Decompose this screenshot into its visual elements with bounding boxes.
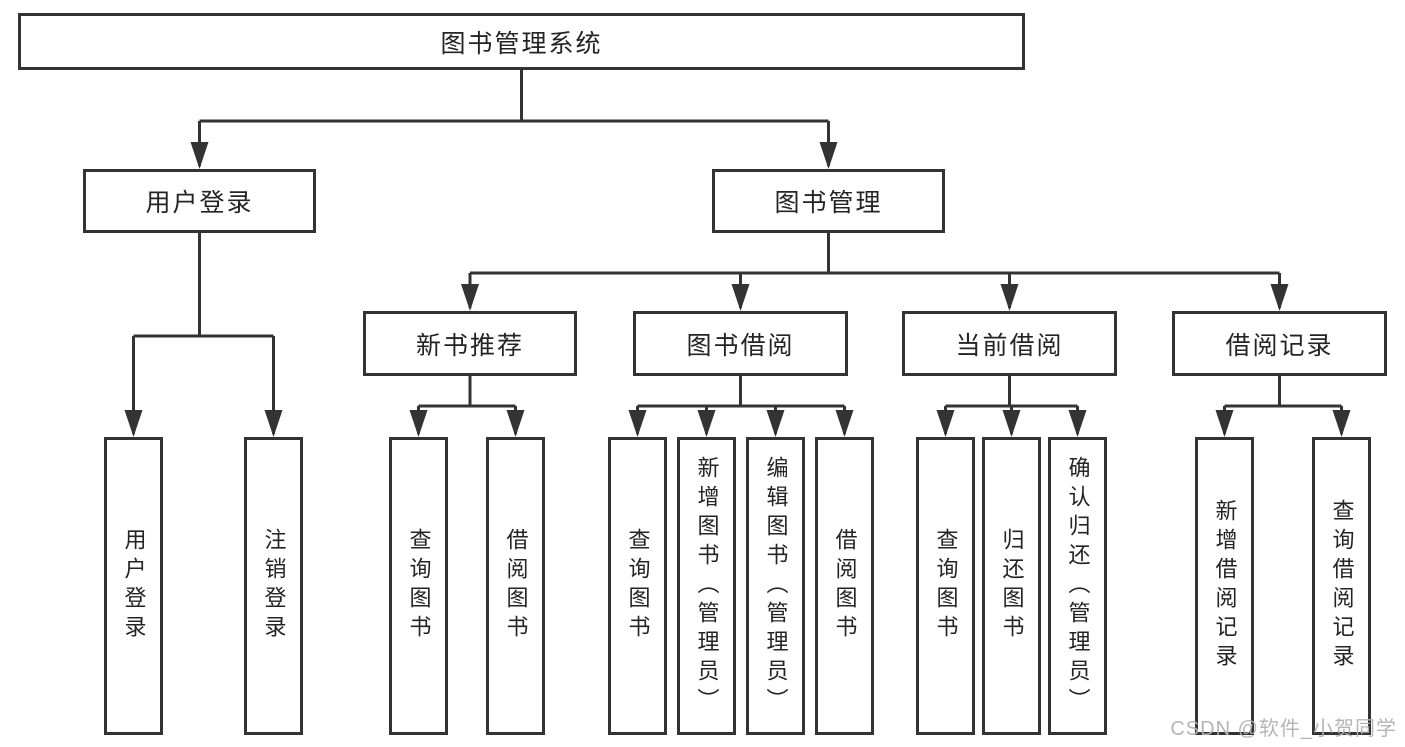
arrowhead-leaf-user-login <box>124 410 143 437</box>
connector-book-borrow-to-leaves <box>636 376 846 434</box>
leaf-add-borrow-record-label: 新增借阅记录 <box>1212 499 1238 673</box>
arrowhead-new-book-recommend <box>461 284 479 311</box>
connector-user-login-to-leaves <box>132 233 275 434</box>
arrowhead-book-management <box>819 142 838 169</box>
node-borrow-records: 借阅记录 <box>1172 311 1387 376</box>
leaf-add-book-admin: 新增图书（管理员） <box>677 437 736 735</box>
node-user-login: 用户登录 <box>83 169 316 233</box>
leaf-query-borrow-record: 查询借阅记录 <box>1312 437 1371 735</box>
arrowhead-borrow-records <box>1270 284 1289 311</box>
watermark: CSDN @软件_小贺同学 <box>1170 718 1397 740</box>
leaf-query-books-3-label: 查询图书 <box>933 528 959 644</box>
arrowhead-leaf-query-books-2 <box>628 410 647 437</box>
arrowhead-leaf-logout <box>264 410 283 437</box>
arrowhead-user-login <box>190 142 209 169</box>
connector-new-book-recommend-to-leaves <box>417 376 517 434</box>
arrowhead-leaf-query-borrow-record <box>1332 410 1351 437</box>
node-current-borrow-label: 当前借阅 <box>955 331 1064 360</box>
connector-borrow-records-to-leaves <box>1223 376 1343 434</box>
arrowhead-book-borrow <box>731 284 750 311</box>
node-book-borrow: 图书借阅 <box>633 311 848 376</box>
leaf-query-books-2-label: 查询图书 <box>625 528 651 644</box>
leaf-add-borrow-record: 新增借阅记录 <box>1195 437 1254 735</box>
leaf-return-book: 归还图书 <box>982 437 1041 735</box>
connector-root-to-level2 <box>198 70 830 166</box>
arrowhead-leaf-borrow-books-1 <box>506 410 525 437</box>
arrowhead-leaf-query-books-3 <box>936 410 955 437</box>
leaf-query-borrow-record-label: 查询借阅记录 <box>1329 499 1355 673</box>
arrowhead-leaf-borrow-books-2 <box>835 410 854 437</box>
node-borrow-records-label: 借阅记录 <box>1225 331 1334 360</box>
leaf-query-books-2: 查询图书 <box>608 437 667 735</box>
node-book-management: 图书管理 <box>712 169 945 233</box>
arrowhead-leaf-query-books-1 <box>409 410 428 437</box>
leaf-query-books-1: 查询图书 <box>389 437 448 735</box>
node-new-book-recommend-label: 新书推荐 <box>415 331 524 360</box>
node-library-system-label: 图书管理系统 <box>440 29 603 58</box>
leaf-logout: 注销登录 <box>244 437 303 735</box>
node-user-login-label: 用户登录 <box>145 189 254 217</box>
leaf-confirm-return-admin-label: 确认归还（管理员） <box>1065 455 1091 717</box>
arrowhead-leaf-add-borrow-record <box>1215 410 1234 437</box>
node-book-management-label: 图书管理 <box>774 189 883 217</box>
leaf-borrow-books-2-label: 借阅图书 <box>832 528 858 644</box>
leaf-borrow-books-2: 借阅图书 <box>815 437 874 735</box>
connector-book-management-to-modules <box>468 233 1281 308</box>
leaf-user-login: 用户登录 <box>104 437 163 735</box>
node-new-book-recommend: 新书推荐 <box>363 311 577 376</box>
arrowhead-leaf-edit-book <box>766 410 785 437</box>
node-book-borrow-label: 图书借阅 <box>686 331 795 360</box>
leaf-borrow-books-1-label: 借阅图书 <box>503 528 529 644</box>
leaf-confirm-return-admin: 确认归还（管理员） <box>1048 437 1107 735</box>
arrowhead-current-borrow <box>1000 284 1019 311</box>
leaf-add-book-admin-label: 新增图书（管理员） <box>694 455 720 717</box>
arrowhead-leaf-return-book <box>1002 410 1021 437</box>
arrowhead-leaf-confirm-return <box>1068 410 1087 437</box>
node-library-system: 图书管理系统 <box>18 13 1025 70</box>
leaf-logout-label: 注销登录 <box>261 528 287 644</box>
leaf-query-books-3: 查询图书 <box>916 437 975 735</box>
leaf-query-books-1-label: 查询图书 <box>406 528 432 644</box>
leaf-edit-book-admin: 编辑图书（管理员） <box>746 437 805 735</box>
leaf-user-login-label: 用户登录 <box>121 528 147 644</box>
leaf-edit-book-admin-label: 编辑图书（管理员） <box>763 455 789 717</box>
arrowhead-leaf-add-book <box>697 410 716 437</box>
leaf-borrow-books-1: 借阅图书 <box>486 437 545 735</box>
node-current-borrow: 当前借阅 <box>902 311 1117 376</box>
leaf-return-book-label: 归还图书 <box>999 528 1025 644</box>
